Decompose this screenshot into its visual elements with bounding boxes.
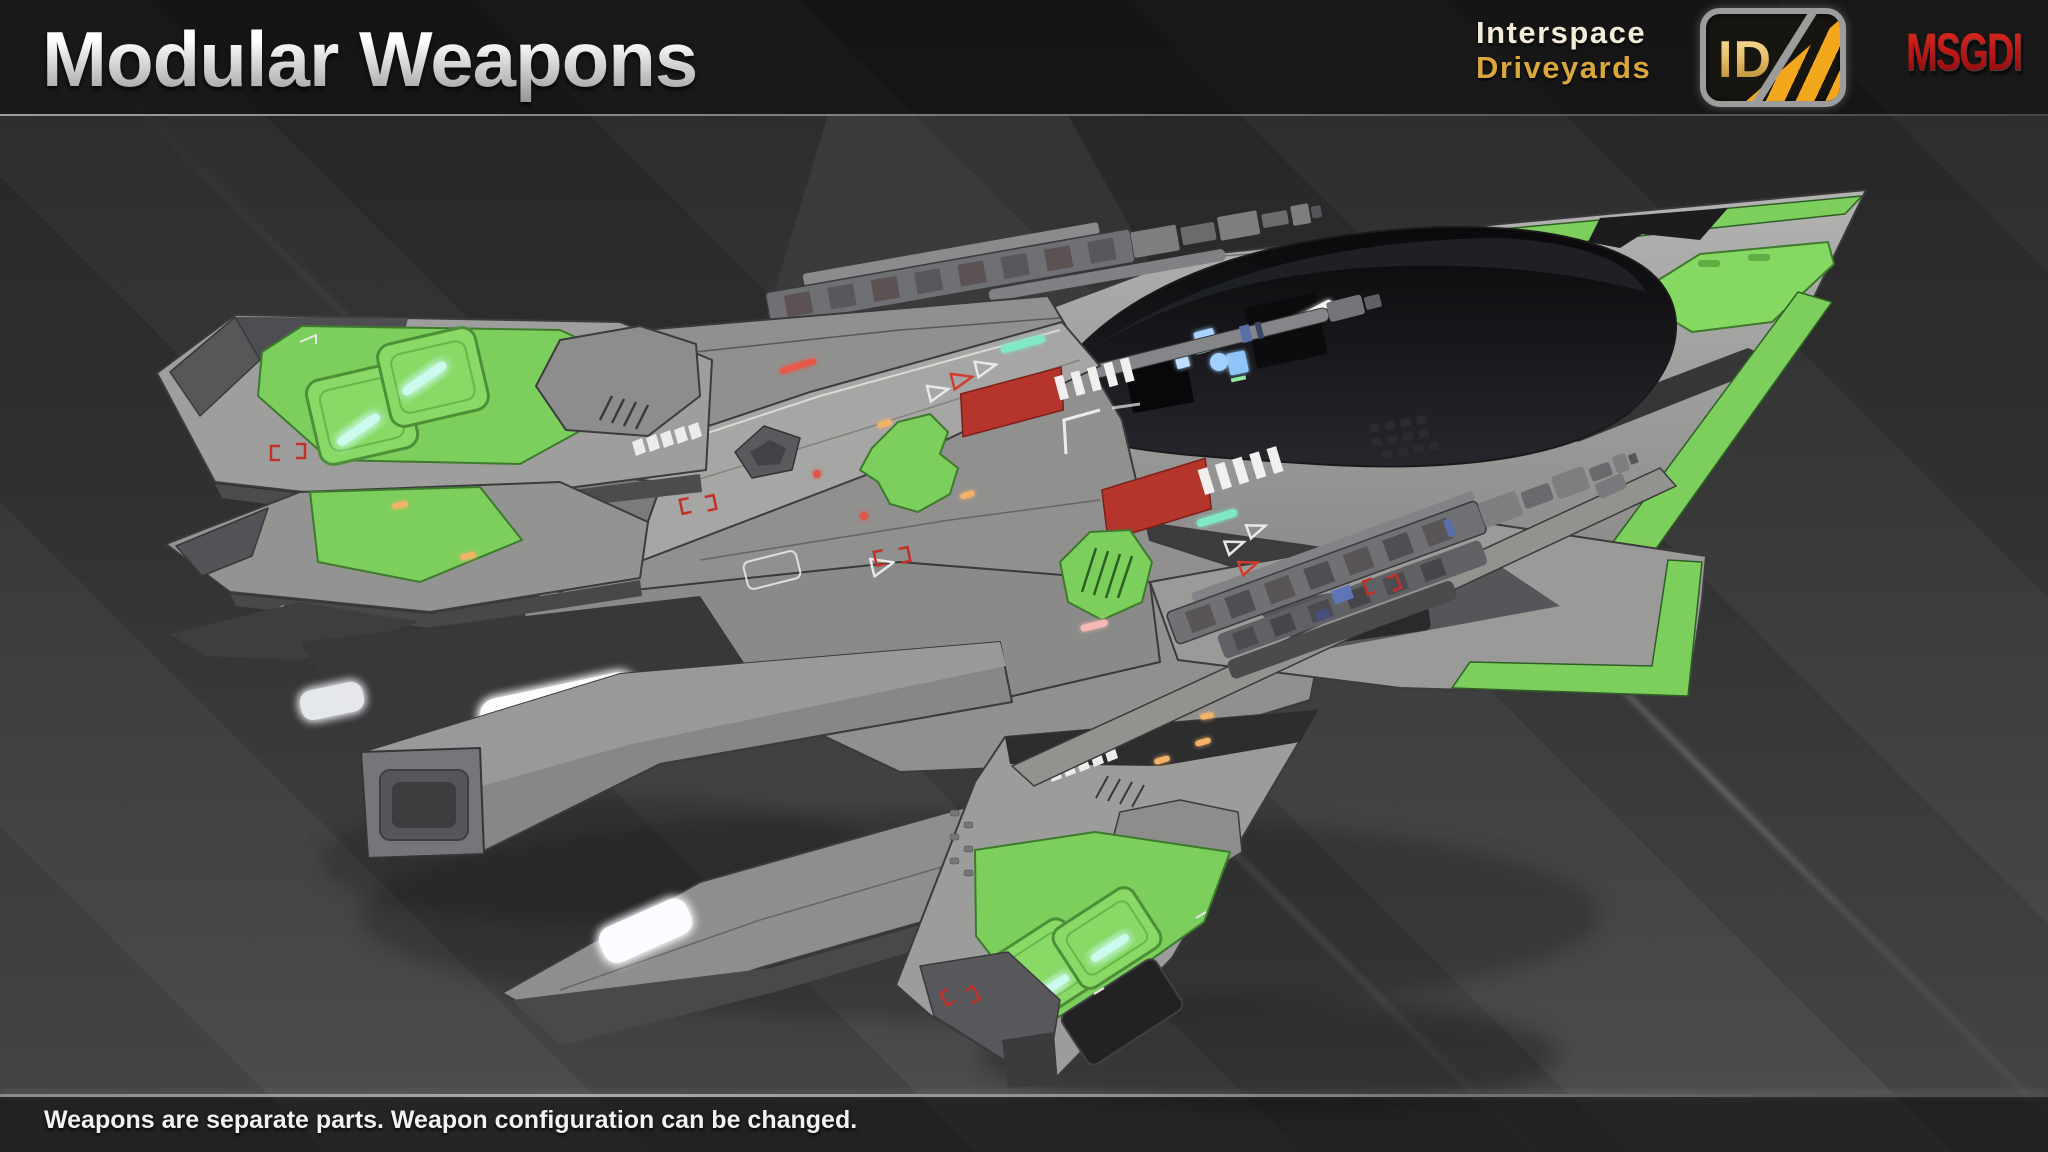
red-stripe-decal-2 [1101,446,1284,542]
badge-text: ID [1718,31,1772,89]
wing-hatch-4 [1051,886,1163,990]
bottom-wing [895,709,1319,1088]
page-title: Modular Weapons [42,15,698,103]
wing-hatch-2 [376,326,490,428]
red-stripe-decal-1 [959,357,1135,438]
header-divider [0,114,2048,116]
footer-divider [0,1094,2048,1097]
green-cross-panel [859,413,959,513]
id-badge-icon: ID [1700,8,1846,107]
top-gun-cluster [765,203,1382,381]
red-bracket-decals [678,493,1403,597]
brand-name-line1: Interspace [1476,15,1647,50]
box-ram [360,641,1013,859]
publisher-logo: MSGDI [1906,23,2023,83]
brand-lockup: Interspace Driveyards [1476,15,1652,85]
left-wing [156,314,713,524]
hull-decals [678,335,1440,765]
front-prong-upper [165,481,649,628]
hazard-stripes [632,422,702,456]
footer-bar [0,1097,2048,1152]
vent-dot-grid [1368,415,1440,459]
brand-name-line2: Driveyards [1476,49,1652,85]
green-vent-panel [1058,528,1154,622]
footer-caption: Weapons are separate parts. Weapon confi… [44,1106,858,1134]
right-gun-cluster [1166,452,1639,679]
